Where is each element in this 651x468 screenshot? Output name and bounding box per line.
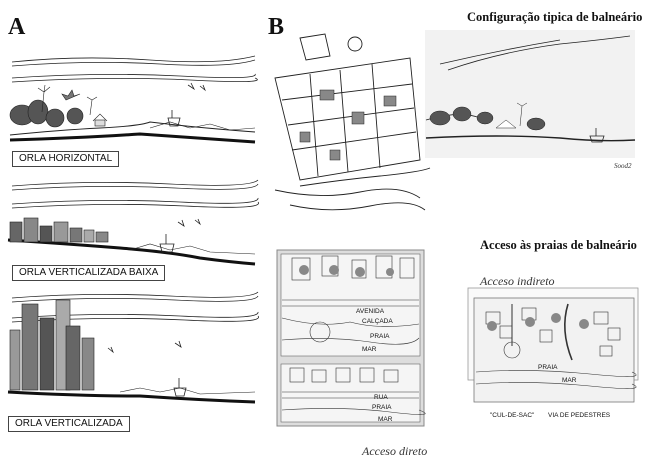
plan1-mar: MAR [362,346,376,353]
tall-towers [10,300,94,390]
plan2-mar: MAR [378,416,392,423]
plan2-rua: RUA [374,394,388,401]
label-orla-horizontal: ORLA HORIZONTAL [12,151,119,167]
label-orla-verticalizada-baixa: ORLA VERTICALIZADA BAIXA [12,265,165,281]
orla-verticalizada-baixa-sketch [8,180,259,264]
title-configuracao: Configuração tipica de balneário [467,10,642,25]
plan1-praia: PRAIA [370,333,390,340]
trees-strip-1 [10,85,107,127]
plan1-avenida: AVENIDA [356,308,384,315]
plan1-calcada: CALÇADA [362,318,393,325]
plan3-via-pedestres: VIA DE PEDESTRES [548,412,610,419]
label-orla-verticalizada: ORLA VERTICALIZADA [8,416,130,432]
plan2-praia: PRAIA [372,404,392,411]
panel-a-letter: A [8,14,25,41]
plan3-mar: MAR [562,377,576,384]
landscape-background [425,30,635,158]
plan3-cul-de-sac: "CUL-DE-SAC" [490,412,534,419]
low-buildings [10,218,108,242]
label-acceso-direto: Acceso direto [362,444,427,459]
orla-horizontal-sketch [10,56,257,142]
label-acceso-indireto: Acceso indireto [480,274,555,289]
signature: Sood2 [614,162,632,170]
panel-b-letter: B [268,14,284,41]
title-acceso-praias: Acceso às praias de balneário [480,238,637,253]
plan3-praia: PRAIA [538,364,558,371]
